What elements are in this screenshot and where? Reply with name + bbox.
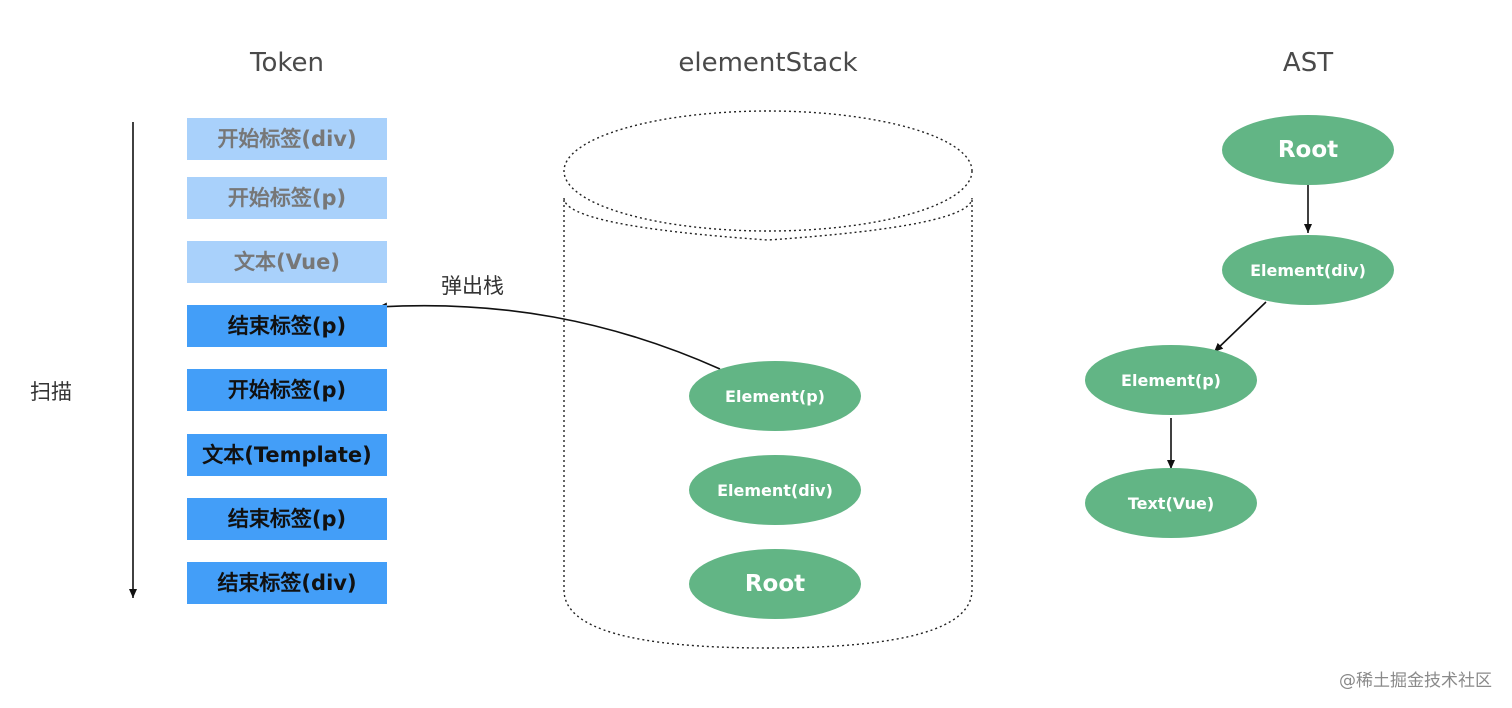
- token-item: 结束标签(p): [187, 498, 387, 540]
- ast-node-root: Root: [1222, 115, 1394, 185]
- watermark: @稀土掘金技术社区: [1339, 671, 1492, 691]
- pop-stack-label: 弹出栈: [441, 274, 504, 298]
- token-item: 开始标签(div): [187, 118, 387, 160]
- ast-edge-div-p: [1213, 301, 1267, 353]
- ast-node-element-p: Element(p): [1085, 345, 1257, 415]
- stack-node-root: Root: [689, 549, 861, 619]
- scan-label: 扫描: [30, 380, 72, 404]
- ast-node-element-div: Element(div): [1222, 235, 1394, 305]
- token-item: 开始标签(p): [187, 177, 387, 219]
- stack-node-element-div: Element(div): [689, 455, 861, 525]
- token-item: 文本(Vue): [187, 241, 387, 283]
- pop-stack-arrow: [377, 302, 730, 377]
- token-item: 结束标签(div): [187, 562, 387, 604]
- element-stack-column-title: elementStack: [678, 48, 858, 78]
- ast-column-title: AST: [1282, 48, 1334, 78]
- token-column-title: Token: [250, 48, 324, 78]
- ast-node-text-vue: Text(Vue): [1085, 468, 1257, 538]
- token-item: 文本(Template): [187, 434, 387, 476]
- token-item: 结束标签(p): [187, 305, 387, 347]
- token-item: 开始标签(p): [187, 369, 387, 411]
- stack-cylinder: [563, 110, 973, 649]
- stack-node-element-p: Element(p): [689, 361, 861, 431]
